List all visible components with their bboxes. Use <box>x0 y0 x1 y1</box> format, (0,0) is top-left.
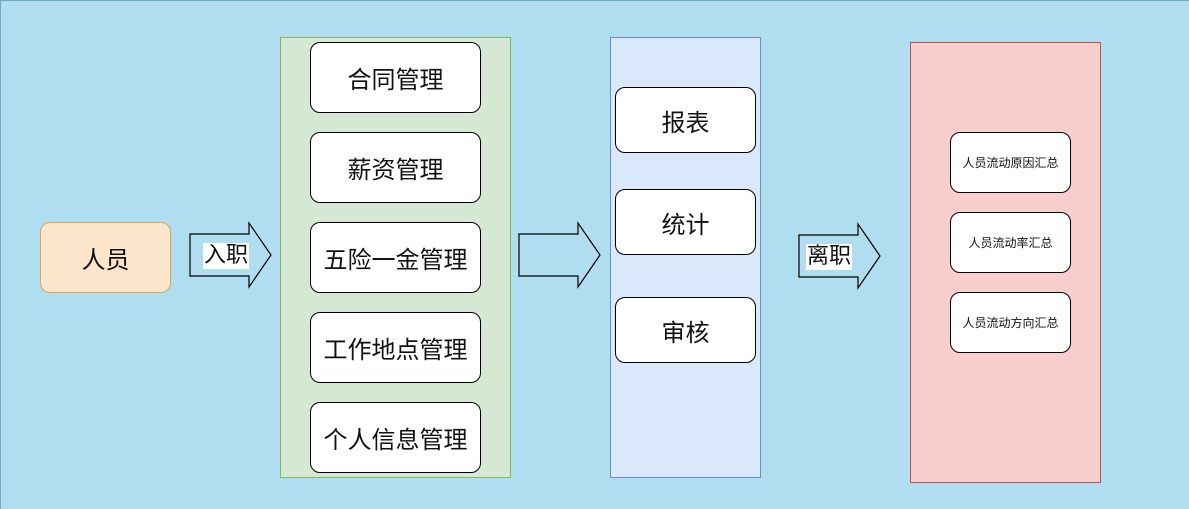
insurance-fund-management-label: 五险一金管理 <box>323 246 468 274</box>
turnover-rate-summary-node: 人员流动率汇总 <box>950 212 1071 273</box>
personal-info-management-label: 个人信息管理 <box>323 426 468 454</box>
report-label: 报表 <box>661 108 710 137</box>
offboard-arrow-label: 离职 <box>806 244 853 270</box>
insurance-fund-management-node: 五险一金管理 <box>310 222 481 293</box>
turnover-reason-summary-node: 人员流动原因汇总 <box>950 132 1071 193</box>
statistics-label: 统计 <box>661 210 710 239</box>
contract-management-node: 合同管理 <box>310 42 481 113</box>
person-node: 人员 <box>40 222 171 293</box>
onboard-arrow-label: 入职 <box>203 243 250 269</box>
salary-management-label: 薪资管理 <box>347 156 444 184</box>
salary-management-node: 薪资管理 <box>310 132 481 203</box>
turnover-reason-summary-label: 人员流动原因汇总 <box>962 156 1059 170</box>
turnover-rate-summary-label: 人员流动率汇总 <box>968 236 1053 250</box>
person-label: 人员 <box>81 246 130 274</box>
statistics-node: 统计 <box>615 189 756 255</box>
personal-info-management-node: 个人信息管理 <box>310 402 481 473</box>
canvas-top-border <box>0 0 1189 1</box>
process-arrow-icon <box>518 221 601 289</box>
work-location-management-node: 工作地点管理 <box>310 312 481 383</box>
turnover-direction-summary-label: 人员流动方向汇总 <box>962 316 1059 330</box>
contract-management-label: 合同管理 <box>347 66 444 94</box>
review-node: 审核 <box>615 297 756 363</box>
review-label: 审核 <box>661 318 710 347</box>
work-location-management-label: 工作地点管理 <box>323 336 468 364</box>
canvas-left-border <box>0 0 1 509</box>
report-node: 报表 <box>615 87 756 153</box>
turnover-direction-summary-node: 人员流动方向汇总 <box>950 292 1071 353</box>
